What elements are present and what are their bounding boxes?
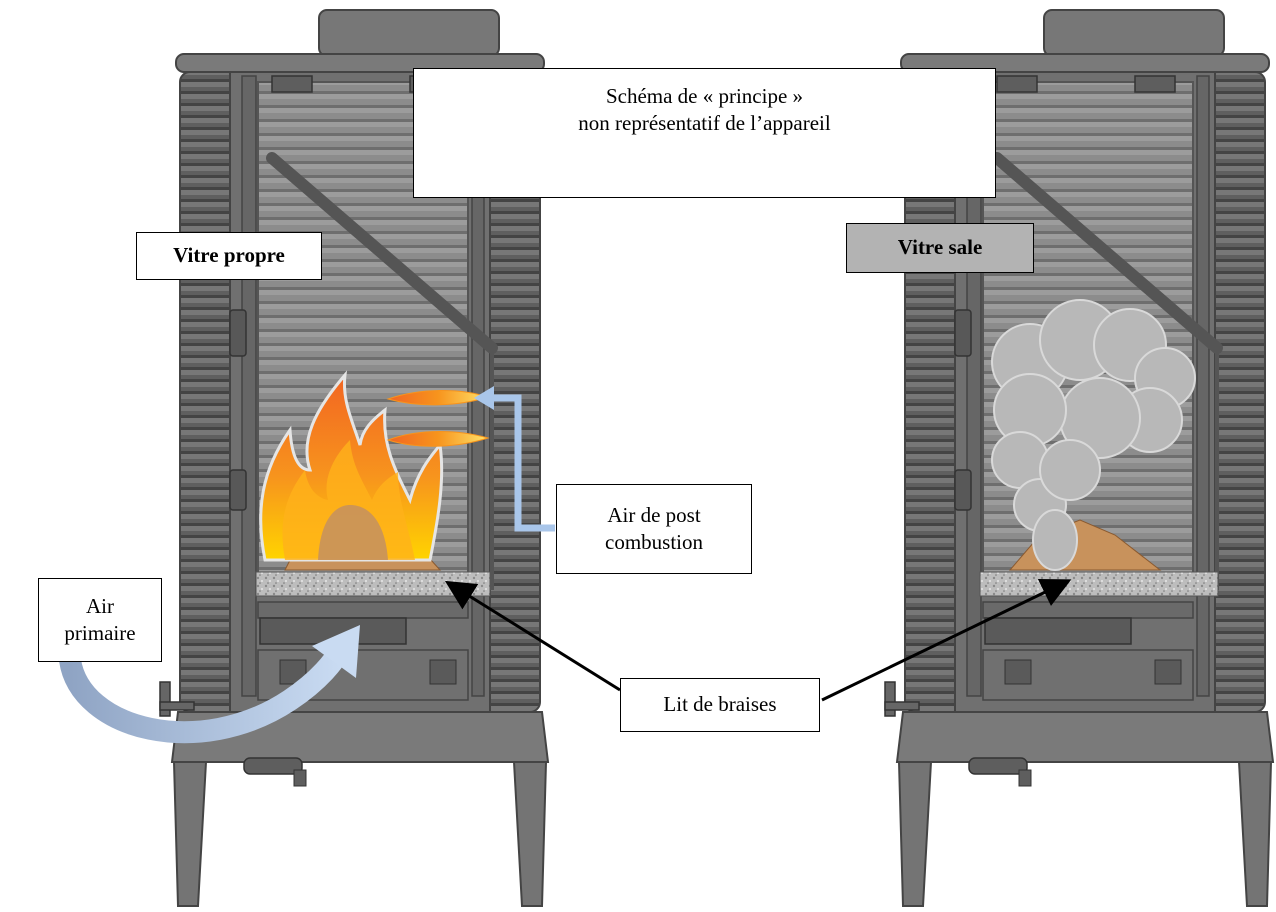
ember-bed-text: Lit de braises [663, 692, 777, 717]
post-combustion-air-arrow [474, 386, 555, 532]
clean-glass-text: Vitre propre [173, 243, 285, 268]
main-flame [259, 370, 444, 562]
principle-note-box: Schéma de « principe » non représentatif… [413, 68, 996, 198]
principle-note-line1: Schéma de « principe » [605, 84, 804, 108]
post-combustion-air-label: Air de post combustion [556, 484, 752, 574]
dirty-glass-label: Vitre sale [846, 223, 1034, 273]
right-ember-bed [979, 571, 1219, 597]
ember-bed-label: Lit de braises [620, 678, 820, 732]
primary-air-line1: Air [86, 593, 114, 618]
primary-air-label: Air primaire [38, 578, 162, 662]
post-air-line1: Air de post [607, 502, 701, 527]
clean-glass-label: Vitre propre [136, 232, 322, 280]
ember-arrow-left [444, 580, 621, 692]
principle-note-line2: non représentatif de l’appareil [578, 111, 831, 136]
primary-air-line2: primaire [64, 621, 136, 645]
primary-air-arrow [59, 625, 360, 744]
post-air-line2: combustion [605, 530, 703, 554]
dirty-glass-text: Vitre sale [897, 235, 983, 260]
ember-arrow-right [821, 578, 1072, 702]
left-ember-bed [255, 571, 491, 597]
smoke-cloud [991, 299, 1196, 571]
post-combustion-jet-bottom [386, 431, 490, 447]
